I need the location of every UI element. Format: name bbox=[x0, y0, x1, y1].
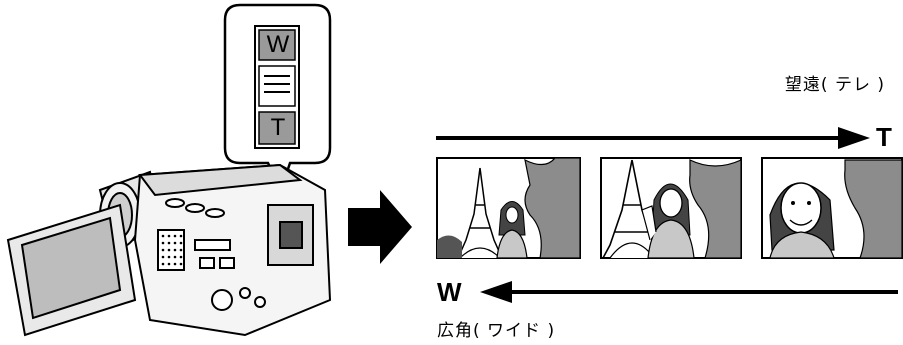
zoom-lever bbox=[254, 25, 300, 149]
wide-arrow bbox=[480, 281, 898, 303]
lever-wide-label: W bbox=[266, 31, 290, 58]
tele-arrow bbox=[436, 127, 870, 149]
lever-tele-label: T bbox=[270, 114, 286, 141]
speaker-grid bbox=[161, 234, 183, 266]
tele-letter: T bbox=[876, 122, 892, 152]
scene-frame-medium bbox=[600, 157, 742, 259]
tele-caption: 望遠( テレ ) bbox=[784, 75, 885, 95]
scene-frame-tele bbox=[761, 157, 903, 259]
scene-frame-wide bbox=[436, 157, 581, 259]
wide-letter: W bbox=[437, 277, 462, 307]
camcorder-illustration bbox=[6, 163, 332, 337]
wide-caption: 広角( ワイド ) bbox=[437, 321, 556, 341]
right-arrow-icon bbox=[348, 190, 412, 264]
